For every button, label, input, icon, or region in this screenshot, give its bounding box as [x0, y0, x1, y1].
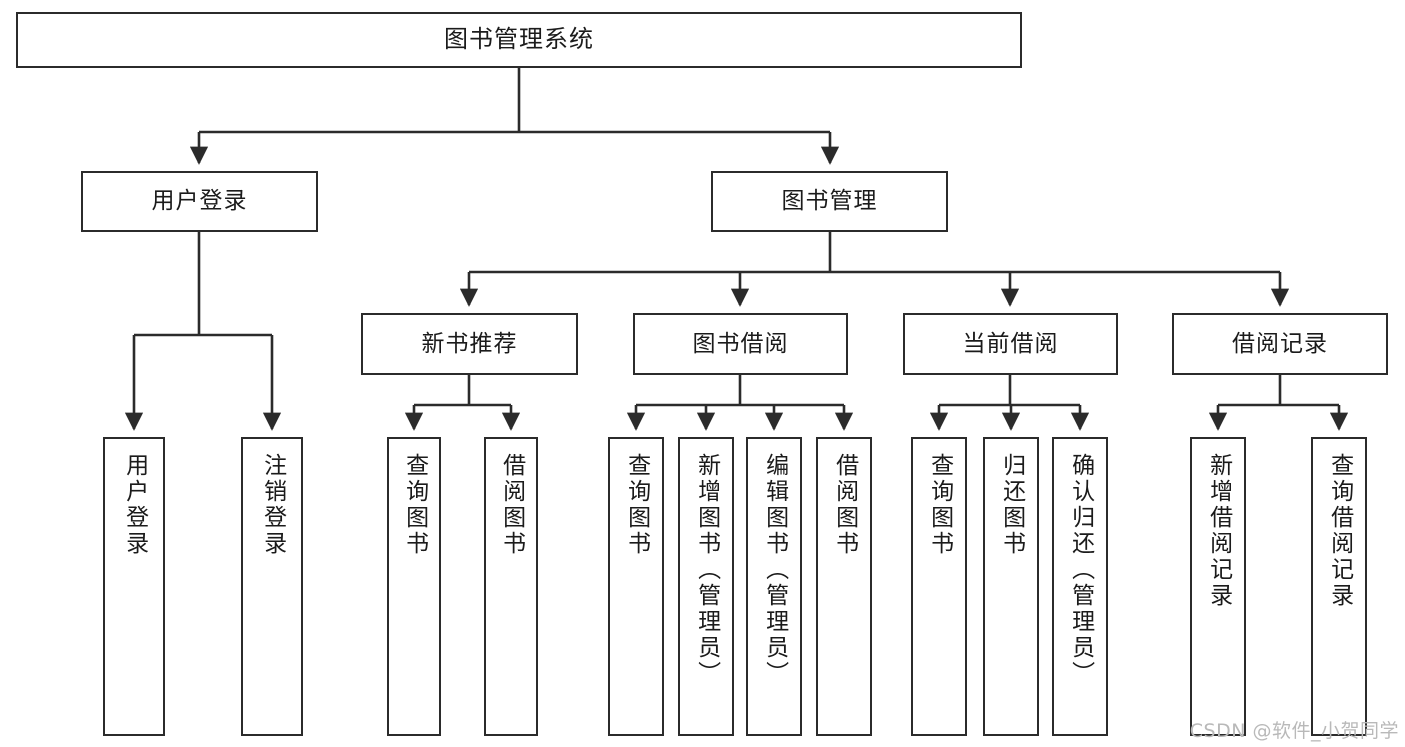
leaf-logout[interactable]: 注销登录 — [241, 437, 303, 736]
leaf-add-book-admin-label: 新增图书（管理员） — [693, 453, 720, 687]
node-root[interactable]: 图书管理系统 — [16, 12, 1022, 68]
leaf-query-book-borrow-label: 查询图书 — [623, 453, 650, 557]
node-borrow-record[interactable]: 借阅记录 — [1172, 313, 1388, 375]
node-user-login-label: 用户登录 — [151, 188, 248, 215]
leaf-query-book-current-label: 查询图书 — [926, 453, 953, 557]
node-new-book-recommend[interactable]: 新书推荐 — [361, 313, 578, 375]
leaf-add-borrow-record-label: 新增借阅记录 — [1205, 453, 1232, 609]
csdn-watermark: CSDN @软件_小贺同学 — [1189, 720, 1399, 742]
node-book-management[interactable]: 图书管理 — [711, 171, 948, 232]
leaf-add-book-admin[interactable]: 新增图书（管理员） — [678, 437, 734, 736]
leaf-add-borrow-record[interactable]: 新增借阅记录 — [1190, 437, 1246, 736]
node-new-book-recommend-label: 新书推荐 — [421, 330, 518, 357]
leaf-edit-book-admin[interactable]: 编辑图书（管理员） — [746, 437, 802, 736]
leaf-confirm-return-admin-label: 确认归还（管理员） — [1067, 453, 1094, 687]
leaf-edit-book-admin-label: 编辑图书（管理员） — [761, 453, 788, 687]
leaf-query-book-recommend[interactable]: 查询图书 — [387, 437, 441, 736]
node-current-borrow[interactable]: 当前借阅 — [903, 313, 1118, 375]
node-root-label: 图书管理系统 — [444, 25, 594, 54]
leaf-borrow-book-label: 借阅图书 — [831, 453, 858, 557]
leaf-user-login-label: 用户登录 — [121, 453, 148, 557]
node-user-login[interactable]: 用户登录 — [81, 171, 318, 232]
leaf-return-book[interactable]: 归还图书 — [983, 437, 1039, 736]
node-book-borrow-label: 图书借阅 — [692, 330, 789, 357]
leaf-query-book-current[interactable]: 查询图书 — [911, 437, 967, 736]
leaf-borrow-book-recommend[interactable]: 借阅图书 — [484, 437, 538, 736]
leaf-confirm-return-admin[interactable]: 确认归还（管理员） — [1052, 437, 1108, 736]
leaf-logout-label: 注销登录 — [259, 453, 286, 557]
leaf-return-book-label: 归还图书 — [998, 453, 1025, 557]
node-current-borrow-label: 当前借阅 — [962, 330, 1059, 357]
node-book-management-label: 图书管理 — [781, 188, 878, 215]
leaf-query-borrow-record[interactable]: 查询借阅记录 — [1311, 437, 1367, 736]
node-borrow-record-label: 借阅记录 — [1232, 330, 1328, 357]
leaf-query-borrow-record-label: 查询借阅记录 — [1326, 453, 1353, 609]
leaf-borrow-book-recommend-label: 借阅图书 — [498, 453, 525, 557]
leaf-borrow-book[interactable]: 借阅图书 — [816, 437, 872, 736]
leaf-query-book-borrow[interactable]: 查询图书 — [608, 437, 664, 736]
leaf-user-login[interactable]: 用户登录 — [103, 437, 165, 736]
leaf-query-book-recommend-label: 查询图书 — [401, 453, 428, 557]
node-book-borrow[interactable]: 图书借阅 — [633, 313, 848, 375]
